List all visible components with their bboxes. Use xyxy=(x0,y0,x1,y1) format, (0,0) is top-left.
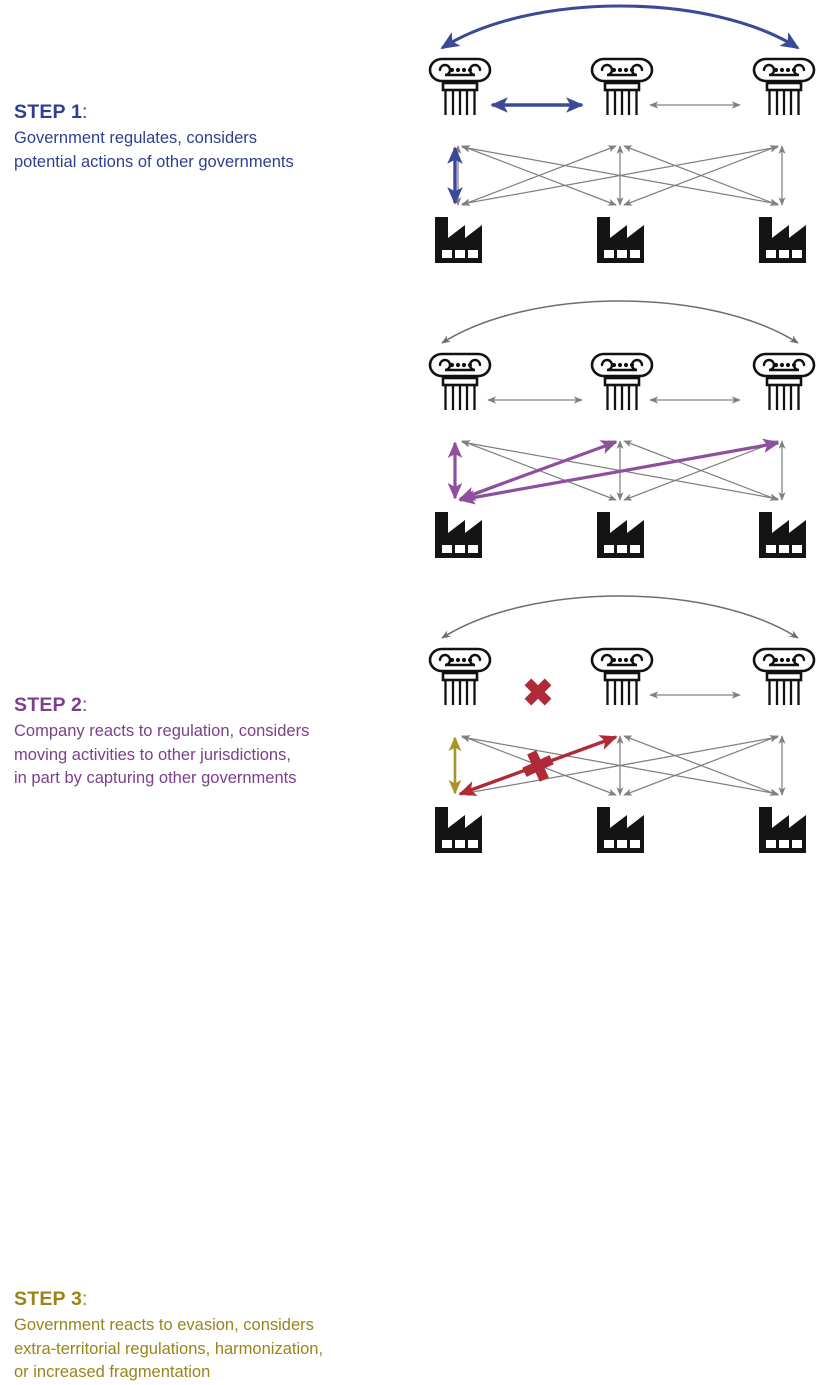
gov-company-link-group xyxy=(454,144,786,207)
step-1-colon: : xyxy=(82,101,88,123)
step-3-graphic xyxy=(428,595,816,853)
company-node-middle xyxy=(597,512,644,558)
step-2-heading: STEP 2: xyxy=(14,693,414,717)
step-3-heading: STEP 3: xyxy=(14,1287,414,1311)
step-1-body-line-1: Government regulates, considers xyxy=(14,129,258,148)
step-1-body-line-2: potential actions of other governments xyxy=(14,152,294,171)
step-2-colon: : xyxy=(82,694,88,716)
company-node-left xyxy=(435,512,482,558)
company-node-middle xyxy=(597,217,644,263)
step-1-heading: STEP 1: xyxy=(14,100,414,124)
government-node-right xyxy=(752,352,816,412)
link-gov-left-gov-right-arc xyxy=(441,595,799,639)
step-1-caption: STEP 1: Government regulates, considers … xyxy=(14,100,414,174)
gov-company-link-group xyxy=(461,734,786,797)
step-2-graphic xyxy=(428,300,816,558)
government-node-middle xyxy=(590,647,654,707)
government-node-right xyxy=(752,57,816,117)
step-3-panel: STEP 3: Government reacts to evasion, co… xyxy=(0,590,827,1381)
company-node-right xyxy=(759,512,806,558)
company-node-left xyxy=(435,217,482,263)
step-2-label: STEP 2 xyxy=(14,694,83,716)
company-node-right xyxy=(759,807,806,853)
link-gov-left-gov-right-arc xyxy=(441,300,799,344)
link-gov-left-gov-right-arc xyxy=(440,4,800,50)
government-node-middle xyxy=(590,352,654,412)
link-gov-right-company-left xyxy=(461,144,779,207)
step-2-caption: STEP 2: Company reacts to regulation, co… xyxy=(14,693,414,791)
step-3-label: STEP 3 xyxy=(14,1288,83,1310)
step-1-graphic xyxy=(428,4,816,263)
company-capture-link-group xyxy=(447,438,780,505)
step-3-colon: : xyxy=(82,1288,88,1310)
company-node-right xyxy=(759,217,806,263)
step-2-body-line-1: Company reacts to regulation, considers xyxy=(14,722,310,741)
government-node-middle xyxy=(590,57,654,117)
government-node-right xyxy=(752,647,816,707)
company-node-left xyxy=(435,807,482,853)
step-2-body-line-2: moving activities to other jurisdictions… xyxy=(14,745,291,764)
government-node-left xyxy=(428,352,492,412)
step-1-label: STEP 1 xyxy=(14,101,83,123)
link-company-left-gov-right-highlight xyxy=(458,438,780,505)
step-1-panel: STEP 1: Government regulates, considers … xyxy=(0,0,827,295)
step-3-body-line-1: Government reacts to evasion, considers xyxy=(14,1316,314,1335)
company-node-middle xyxy=(597,807,644,853)
government-node-left xyxy=(428,57,492,117)
step-3-body-line-2: extra-territorial regulations, harmoniza… xyxy=(14,1339,324,1358)
blocked-marker-gov-gov-icon xyxy=(524,678,552,706)
step-3-caption: STEP 3: Government reacts to evasion, co… xyxy=(14,1287,414,1385)
step-3-body-line-3: or increased fragmentation xyxy=(14,1363,211,1382)
step-2-panel: STEP 2: Company reacts to regulation, co… xyxy=(0,295,827,787)
step-2-body-line-3: in part by capturing other governments xyxy=(14,769,297,788)
government-node-left xyxy=(428,647,492,707)
